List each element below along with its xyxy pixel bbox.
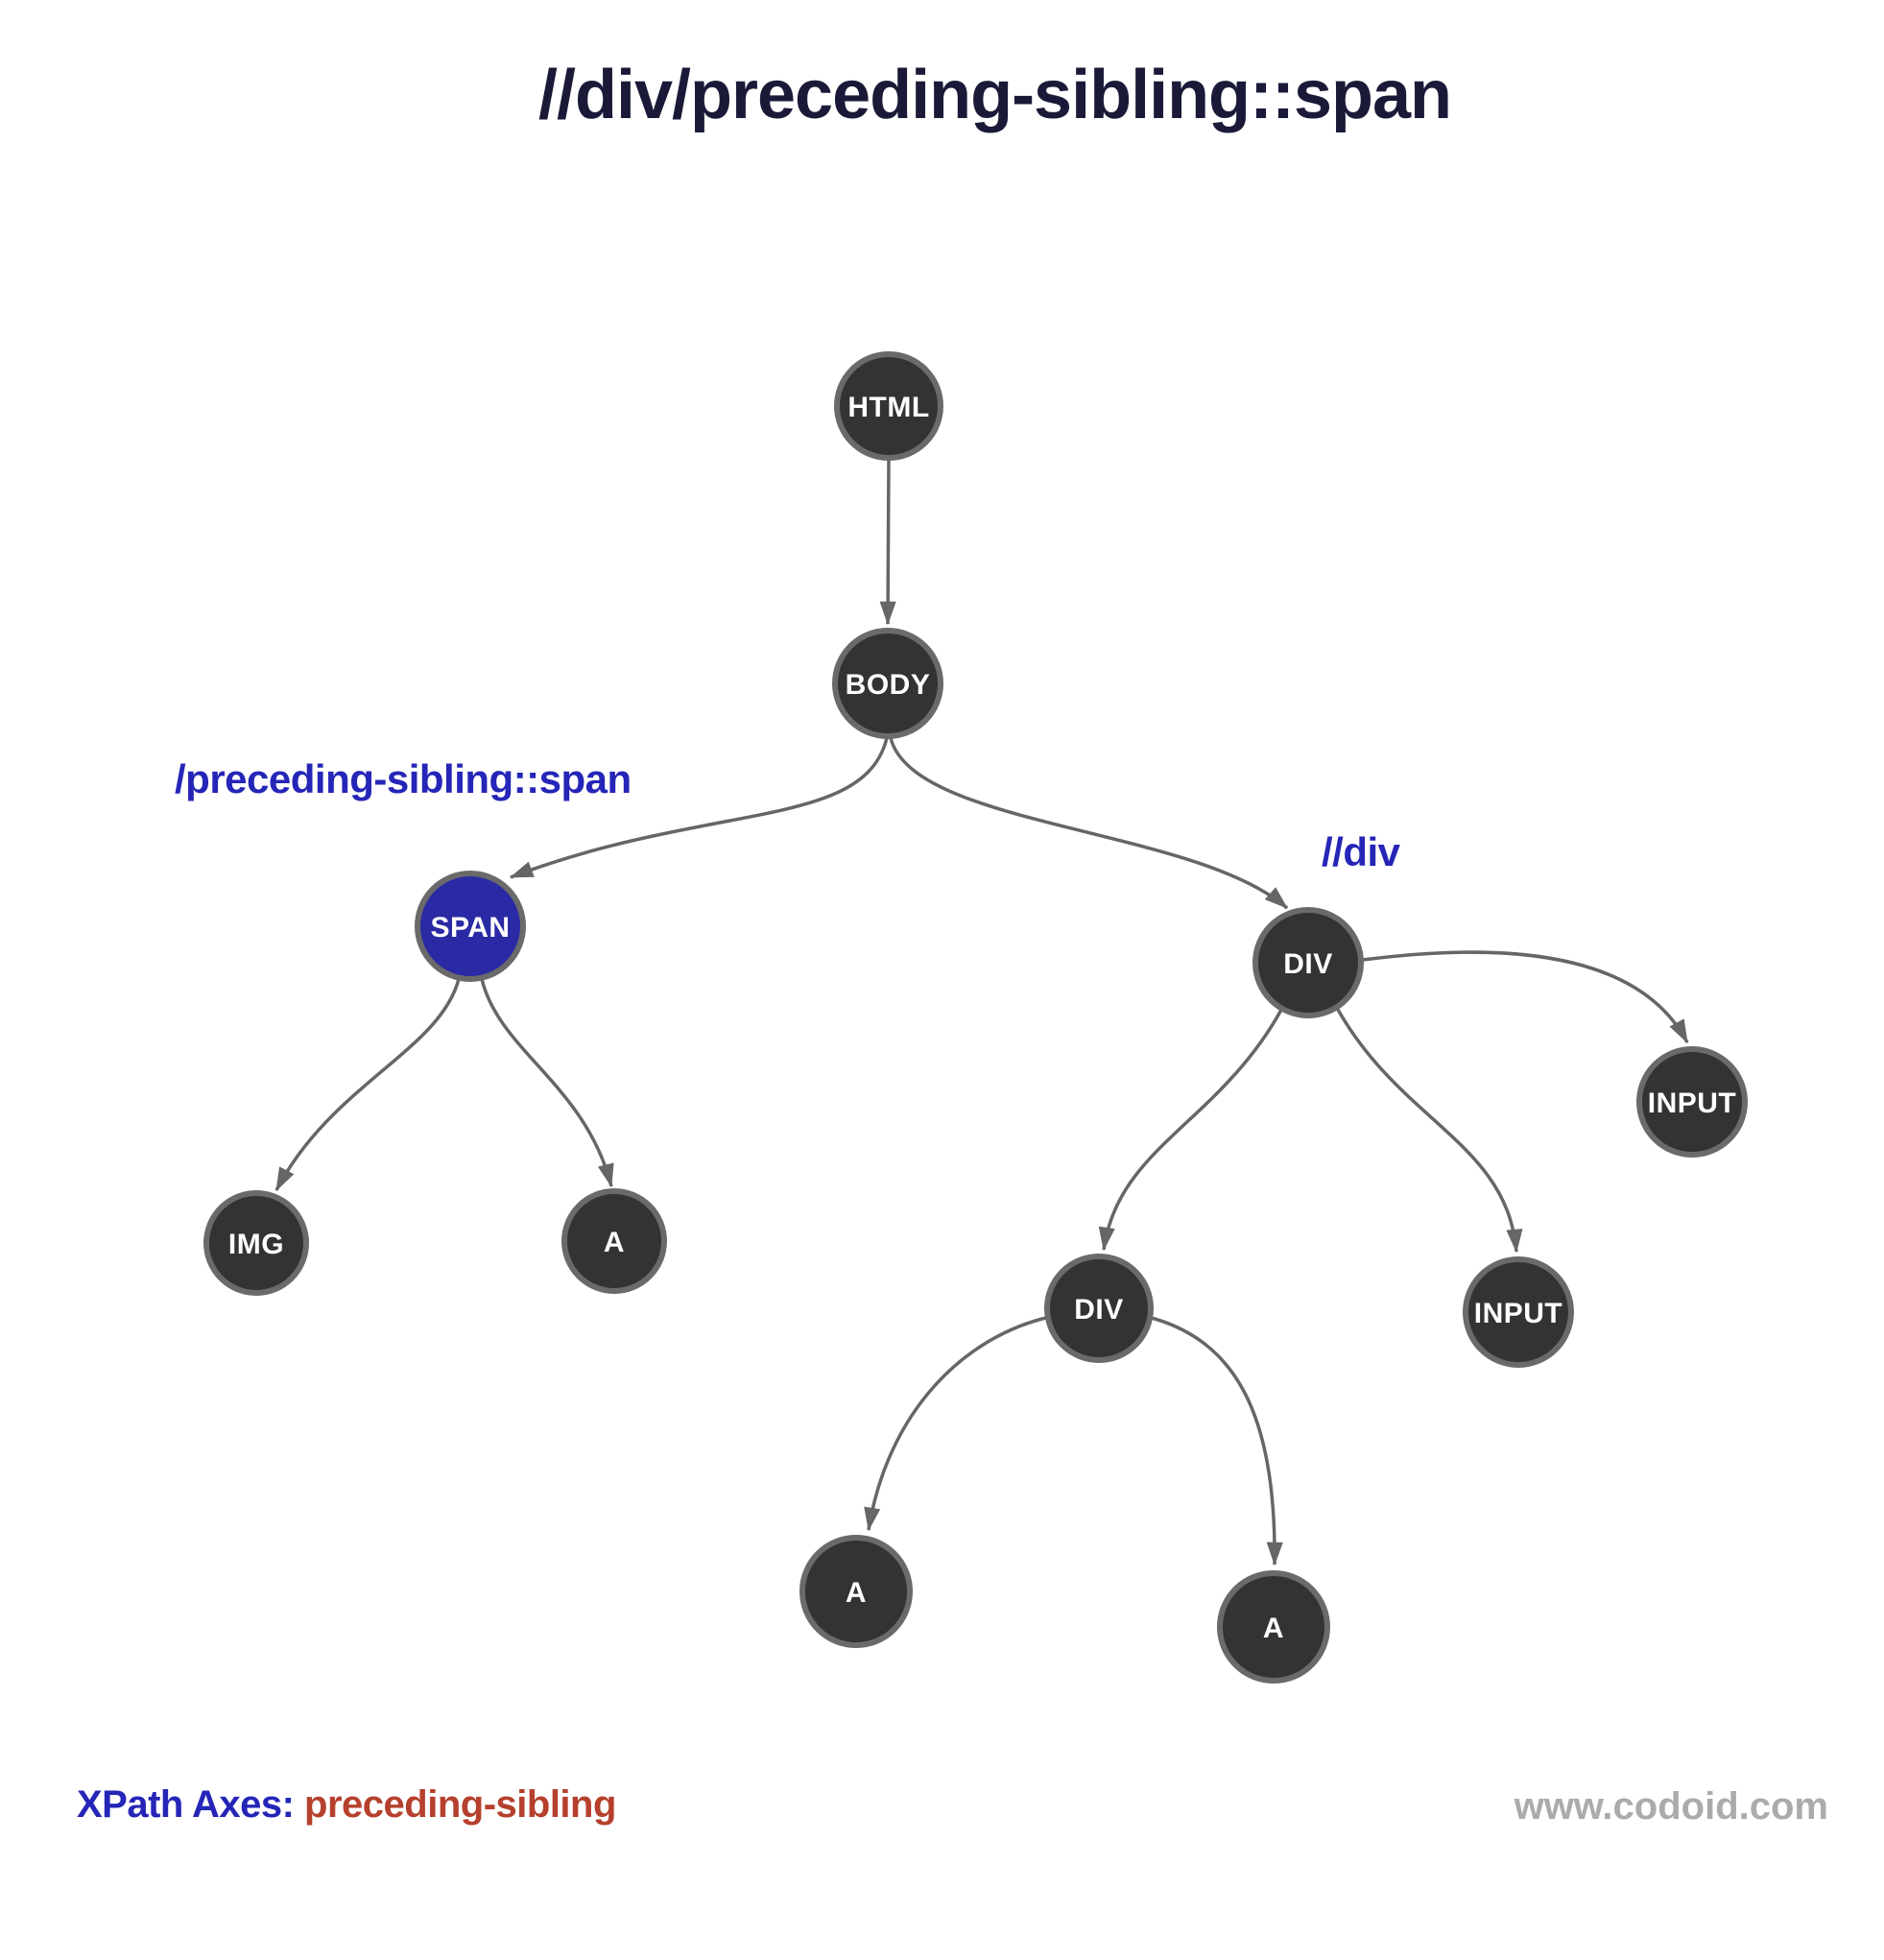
node-div: DIV <box>1252 907 1364 1018</box>
edge-body-div <box>889 737 1289 910</box>
node-html: HTML <box>834 351 943 461</box>
node-a-bottom-left-label: A <box>846 1577 867 1609</box>
footer-xpath-axes: XPath Axes: preceding-sibling <box>77 1783 616 1827</box>
node-input-bottom: INPUT <box>1463 1256 1574 1368</box>
node-inner-div: DIV <box>1044 1254 1154 1363</box>
node-input-top-right: INPUT <box>1636 1046 1748 1158</box>
node-body: BODY <box>832 628 943 739</box>
edge-span-img <box>274 978 461 1192</box>
node-body-label: BODY <box>846 669 931 701</box>
node-a-bottom-right: A <box>1217 1570 1330 1684</box>
node-input-bottom-label: INPUT <box>1474 1298 1563 1329</box>
node-input-top-right-label: INPUT <box>1648 1088 1737 1119</box>
node-a-bottom-left: A <box>799 1535 913 1648</box>
node-a-under-span-label: A <box>604 1227 625 1258</box>
edge-innerdiv-a-left <box>864 1315 1051 1532</box>
node-a-bottom-right-label: A <box>1263 1613 1284 1644</box>
edge-div-innerdiv <box>1098 1009 1283 1252</box>
node-span-label: SPAN <box>430 912 510 944</box>
footer-xpath-axes-prefix: XPath Axes: <box>77 1783 305 1826</box>
node-html-label: HTML <box>847 392 929 423</box>
node-span-highlighted: SPAN <box>415 871 526 982</box>
axis-label-div: //div <box>1322 829 1400 874</box>
edge-html-body <box>879 459 896 626</box>
node-img: IMG <box>203 1190 309 1296</box>
edge-span-a <box>480 978 614 1188</box>
footer-xpath-axes-value: preceding-sibling <box>304 1783 616 1826</box>
node-div-label: DIV <box>1283 948 1333 980</box>
node-inner-div-label: DIV <box>1074 1294 1124 1326</box>
edge-div-input-bottom <box>1335 1007 1523 1254</box>
axis-label-preceding-sibling: /preceding-sibling::span <box>175 756 632 801</box>
diagram-title: //div/preceding-sibling::span <box>537 57 1452 133</box>
edge-innerdiv-a-right <box>1147 1315 1283 1566</box>
node-a-under-span: A <box>561 1188 667 1294</box>
node-img-label: IMG <box>228 1229 284 1260</box>
edge-body-span <box>509 737 889 879</box>
footer-website-url: www.codoid.com <box>1514 1785 1828 1828</box>
edge-div-input-right <box>1362 950 1689 1044</box>
